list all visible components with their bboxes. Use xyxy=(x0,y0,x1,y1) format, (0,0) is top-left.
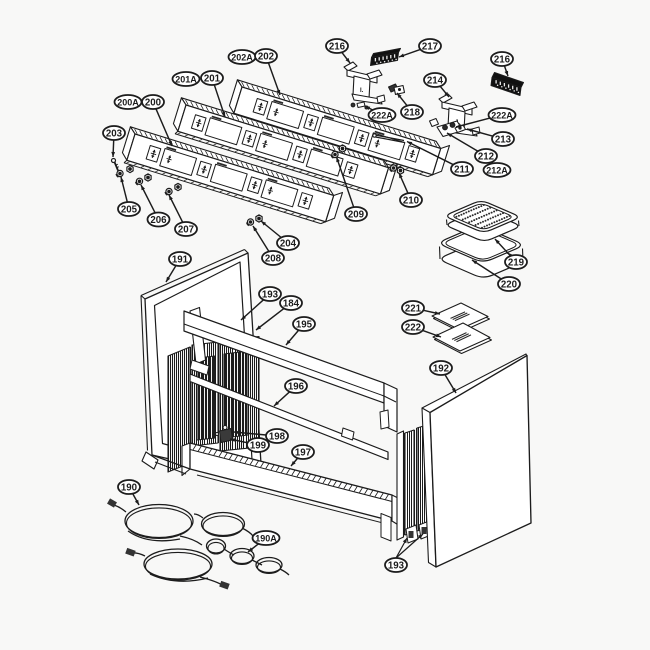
svg-text:201A: 201A xyxy=(175,74,197,84)
svg-text:222: 222 xyxy=(405,322,421,333)
svg-text:195: 195 xyxy=(296,319,313,330)
svg-text:191: 191 xyxy=(172,254,189,265)
svg-text:190: 190 xyxy=(121,482,137,493)
svg-text:202: 202 xyxy=(258,51,274,62)
svg-text:212: 212 xyxy=(478,151,494,162)
svg-text:222A: 222A xyxy=(491,110,513,120)
svg-text:201: 201 xyxy=(204,73,221,84)
svg-text:212A: 212A xyxy=(486,165,508,175)
svg-text:216: 216 xyxy=(494,54,511,65)
svg-text:202A: 202A xyxy=(231,52,253,62)
svg-text:199: 199 xyxy=(250,440,267,451)
svg-text:217: 217 xyxy=(422,41,438,52)
svg-text:193: 193 xyxy=(262,289,279,300)
svg-text:221: 221 xyxy=(405,303,422,314)
svg-text:219: 219 xyxy=(508,257,525,268)
svg-text:I.: I. xyxy=(360,88,364,94)
svg-text:222A: 222A xyxy=(371,110,393,120)
svg-text:220: 220 xyxy=(501,279,517,290)
svg-text:196: 196 xyxy=(288,381,305,392)
svg-text:216: 216 xyxy=(329,41,346,52)
svg-text:198: 198 xyxy=(269,431,286,442)
svg-text:197: 197 xyxy=(295,447,311,458)
svg-text:193: 193 xyxy=(388,560,405,571)
svg-text:192: 192 xyxy=(433,363,449,374)
svg-text:214: 214 xyxy=(427,75,444,86)
svg-text:209: 209 xyxy=(348,209,365,220)
svg-text:200: 200 xyxy=(145,97,161,108)
svg-text:210: 210 xyxy=(403,195,419,206)
svg-text:211: 211 xyxy=(454,164,470,175)
svg-text:205: 205 xyxy=(121,204,138,215)
svg-text:213: 213 xyxy=(495,134,512,145)
svg-text:204: 204 xyxy=(280,238,297,249)
svg-text:208: 208 xyxy=(265,253,282,264)
svg-text:218: 218 xyxy=(404,107,421,118)
svg-text:184: 184 xyxy=(283,298,300,309)
svg-text:206: 206 xyxy=(150,215,167,226)
svg-text:190A: 190A xyxy=(255,533,277,543)
svg-text:207: 207 xyxy=(178,224,194,235)
svg-text:203: 203 xyxy=(106,128,123,139)
svg-text:200A: 200A xyxy=(117,97,139,107)
